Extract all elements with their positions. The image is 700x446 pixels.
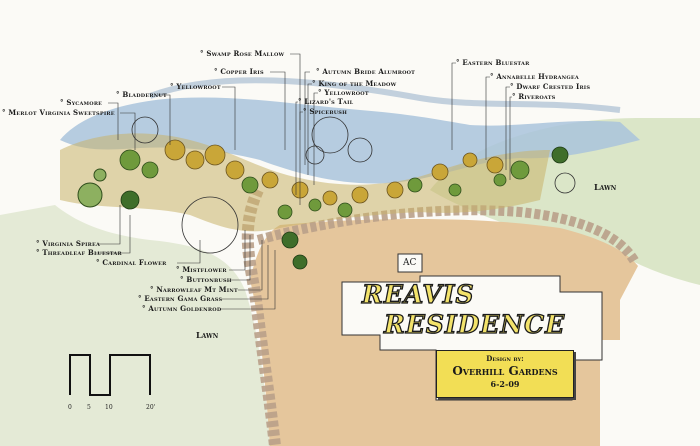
label-buttonbush: ° Buttonbush [180, 275, 232, 284]
label-cardinal-flower: ° Cardinal Flower [96, 258, 167, 267]
label-mistflower: ° Mistflower [176, 265, 227, 274]
design-by-label: Design by: [486, 354, 524, 363]
design-date: 6-2-09 [490, 379, 520, 389]
lawn-label-right: Lawn [594, 182, 617, 192]
label-annabelle-hydrangea: ° Annabelle Hydrangea [490, 72, 579, 81]
label-eastern-bluestar-top: ° Eastern Bluestar [456, 58, 530, 67]
scale-tick-10: 10 [105, 404, 113, 411]
title-line-2: RESIDENCE [383, 309, 566, 339]
shrub-cluster-green [119, 149, 530, 220]
label-bladdernut: ° Bladdernut [116, 90, 167, 99]
tree-cluster-dark [120, 146, 569, 270]
creek [60, 97, 640, 184]
label-spicebush: ° Spicebush [303, 107, 348, 116]
label-copper-iris: ° Copper Iris [214, 67, 264, 76]
label-autumn-goldenrod: ° Autumn Goldenrod [142, 304, 222, 313]
scale-tick-20: 20' [146, 404, 156, 411]
label-riveroats: ° Riveroats [512, 92, 556, 101]
planting-bed [60, 133, 550, 232]
label-autumn-bride-alumroot: ° Autumn Bride Alumroot [316, 67, 416, 76]
lawn-label-bottom: Lawn [196, 330, 219, 340]
label-yellowroot-left: ° Yellowroot [170, 82, 221, 91]
title-line-1: REAVIS [361, 279, 475, 309]
scale-tick-5: 5 [87, 404, 91, 411]
scale-tick-0: 0 [68, 404, 72, 411]
label-sycamore: ° Sycamore [60, 98, 103, 107]
ac-label: AC [403, 258, 417, 268]
ac-unit [397, 253, 423, 273]
label-swamp-rose-mallow: ° Swamp Rose Mallow [200, 49, 285, 58]
design-firm-name: Overhill Gardens [452, 364, 558, 378]
scale-bar [69, 354, 151, 396]
label-threadleaf-bluestar: ° Threadleaf Bluestar [36, 248, 122, 257]
label-king-of-the-meadow: ° King of the Meadow [312, 79, 397, 88]
tree-canopies [131, 116, 576, 254]
creek-edge [148, 77, 621, 113]
label-eastern-gama-grass: ° Eastern Gama Grass [138, 294, 223, 303]
stone-edging-top [256, 205, 640, 265]
label-merlot-virginia-sweetspire: ° Merlot Virginia Sweetspire [2, 108, 115, 117]
lawn-area-left [0, 205, 270, 446]
shrub-spiky [77, 168, 107, 208]
leader-lines [95, 53, 512, 310]
label-yellowroot-center: ° Yellowroot [318, 88, 369, 97]
label-narrowleaf-mt-mint: ° Narrowleaf Mt Mint [150, 285, 238, 294]
label-dwarf-crested-iris: ° Dwarf Crested Iris [510, 82, 591, 91]
label-virginia-spirea: ° Virginia Spirea [36, 239, 101, 248]
design-credit-box: Design by: Overhill Gardens 6-2-09 [436, 350, 574, 398]
label-lizards-tail: ° Lizard's Tail [298, 97, 354, 106]
